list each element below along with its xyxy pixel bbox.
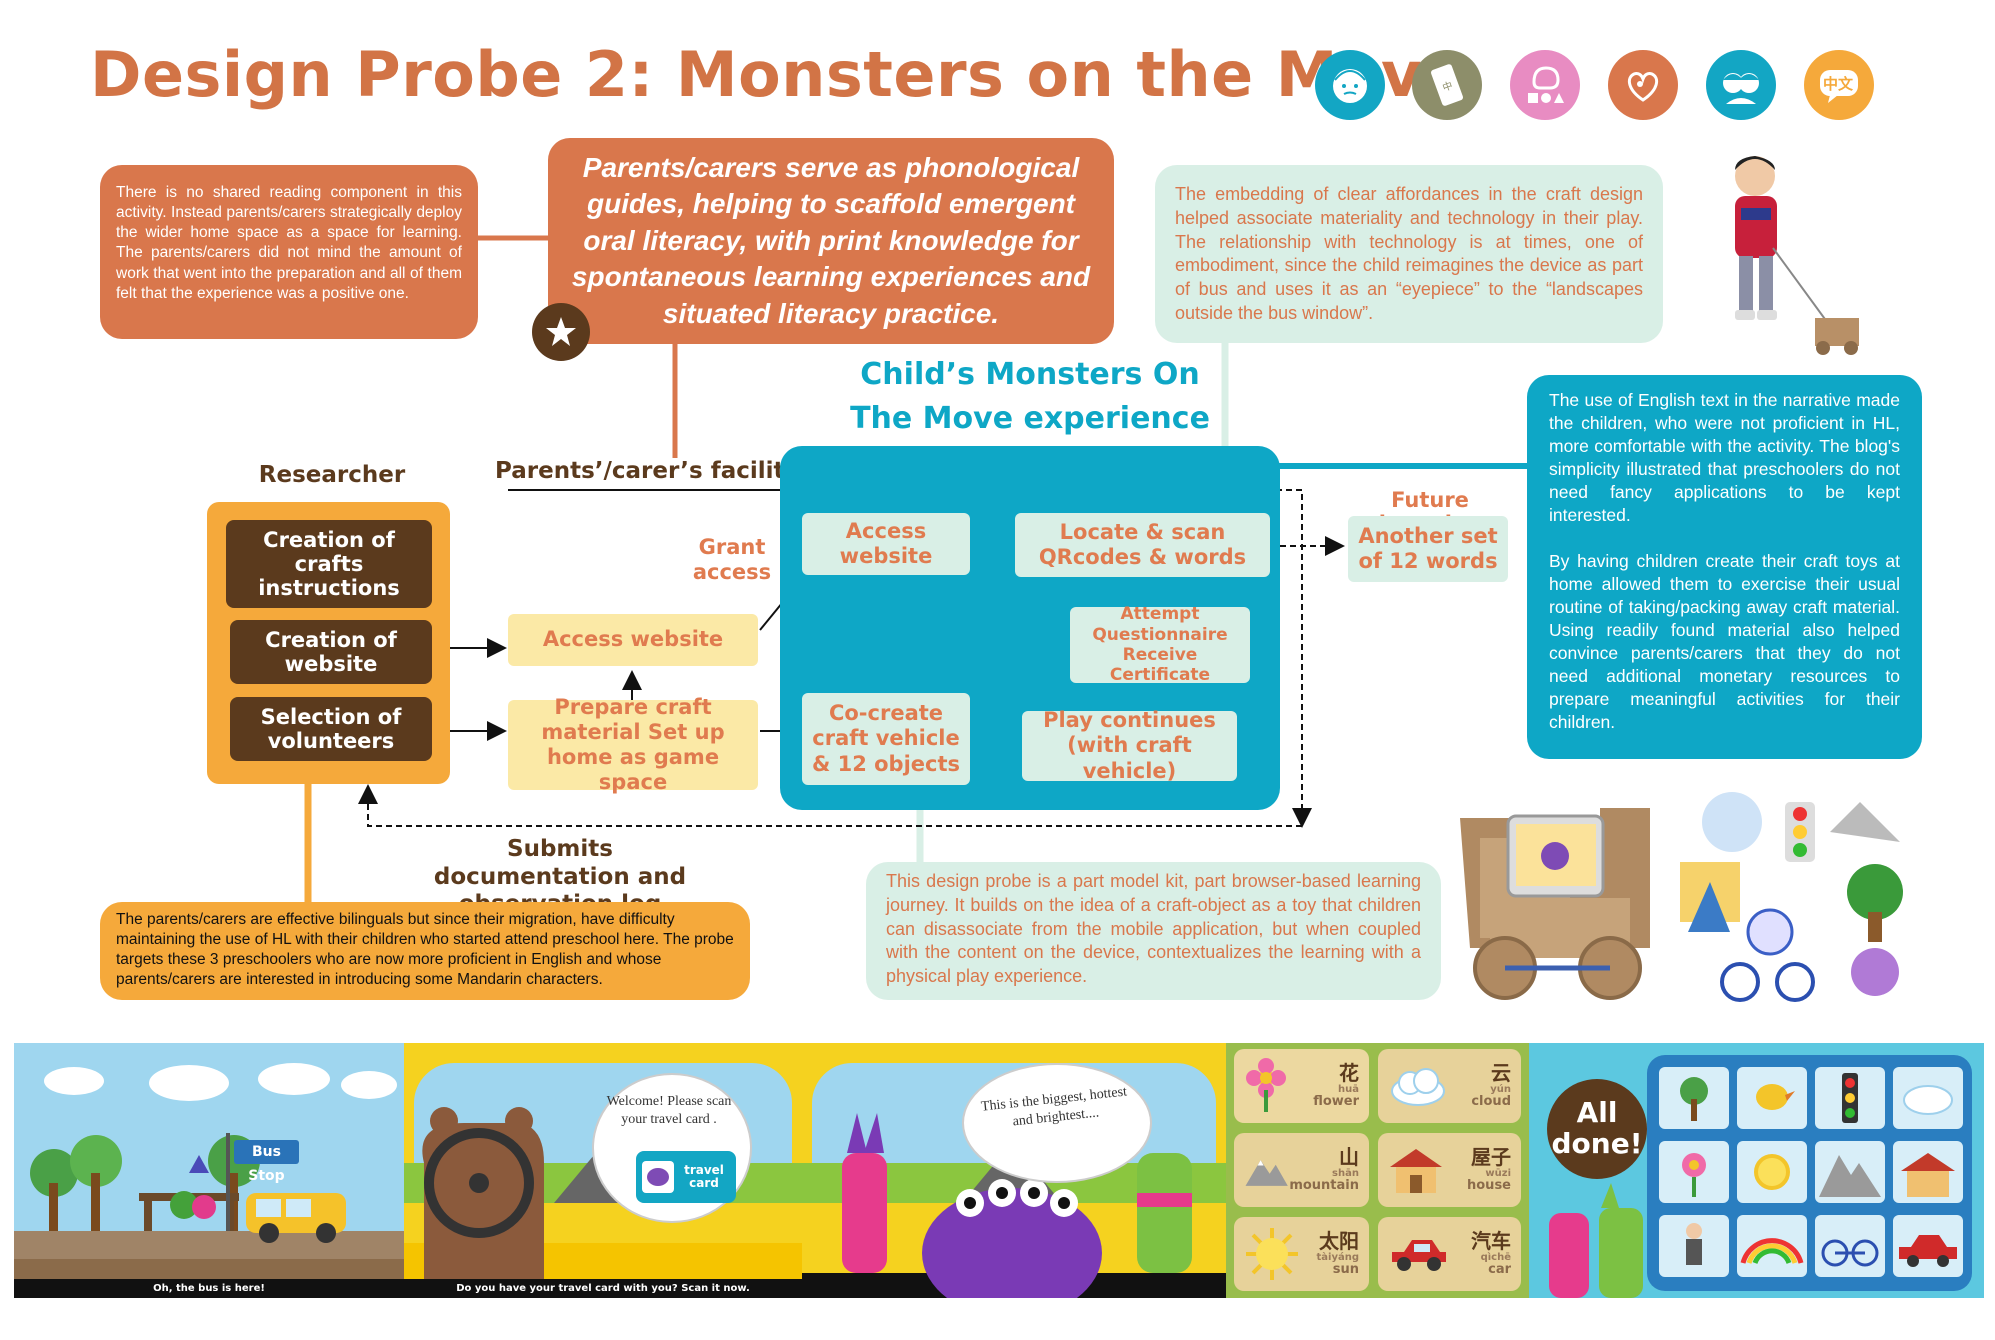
word-tile-pinyin: wūzi bbox=[1485, 1168, 1511, 1180]
locate-scan-box: Locate & scan QRcodes & words bbox=[1015, 513, 1270, 577]
page-title: Design Probe 2: Monsters on the Move bbox=[90, 38, 1465, 111]
english-text-paragraph-2: By having children create their craft to… bbox=[1549, 550, 1900, 733]
experience-title-line-2: The Move experience bbox=[850, 400, 1210, 436]
cocreate-box: Co-create craft vehicle & 12 objects bbox=[802, 693, 970, 785]
monsters-screen: This is the biggest, hottest and brighte… bbox=[802, 1043, 1226, 1298]
affordances-note: The embedding of clear affordances in th… bbox=[1155, 165, 1663, 343]
questionnaire-box: Attempt Questionnaire Receive Certificat… bbox=[1070, 604, 1250, 685]
experience-title-line-1: Child’s Monsters On bbox=[860, 357, 1200, 392]
craft-bus-photo bbox=[1450, 798, 1660, 1010]
selection-of-volunteers-box: Selection of volunteers bbox=[230, 697, 432, 761]
bus-stop-sign: Bus Stop bbox=[234, 1140, 299, 1184]
word-tile-pinyin: huā bbox=[1338, 1084, 1359, 1096]
star-icon bbox=[532, 303, 590, 361]
phonological-guides-note: Parents/carers serve as phonological gui… bbox=[548, 138, 1114, 344]
word-tile-pinyin: yún bbox=[1490, 1084, 1511, 1096]
word-tile-english: mountain bbox=[1289, 1178, 1359, 1194]
bus-stop-screen: Bus Stop Oh, the bus is here! bbox=[14, 1043, 404, 1298]
mountain-icon bbox=[1245, 1160, 1288, 1186]
word-tile-hanzi: 汽车 bbox=[1471, 1229, 1511, 1254]
child-pulling-toy-photo bbox=[1705, 148, 1865, 358]
word-tile-english: sun bbox=[1332, 1262, 1359, 1278]
bus-stop-caption: Oh, the bus is here! bbox=[153, 1283, 265, 1294]
english-text-paragraph-1: The use of English text in the narrative… bbox=[1549, 390, 1900, 526]
design-probe-note: This design probe is a part model kit, p… bbox=[866, 862, 1441, 1000]
grant-access-label: Grant access bbox=[692, 535, 772, 585]
car-icon bbox=[1392, 1240, 1446, 1271]
experience-title: Child’s Monsters On The Move experience bbox=[820, 353, 1240, 440]
all-done-screen: All done! bbox=[1529, 1043, 1984, 1298]
completed-words-grid bbox=[1647, 1055, 1972, 1291]
prepare-craft-material-box: Prepare craft material Set up home as ga… bbox=[508, 695, 758, 794]
travel-card-icon: travel card bbox=[636, 1151, 736, 1203]
two-children-icon bbox=[1706, 50, 1776, 120]
english-text-note: The use of English text in the narrative… bbox=[1527, 375, 1922, 759]
phone-chinese-icon: 中 bbox=[1412, 50, 1482, 120]
play-continues-box: Play continues (with craft vehicle) bbox=[1022, 708, 1237, 783]
researcher-label: Researcher bbox=[258, 462, 406, 488]
bilinguals-note: The parents/carers are effective bilingu… bbox=[100, 902, 750, 1000]
word-tile-pinyin: shān bbox=[1332, 1168, 1359, 1180]
child-face-icon bbox=[1315, 50, 1385, 120]
word-tile-pinyin: tàiyáng bbox=[1316, 1252, 1360, 1264]
brain-shapes-icon bbox=[1510, 50, 1580, 120]
word-tile-hanzi: 太阳 bbox=[1319, 1229, 1359, 1254]
word-tile-english: cloud bbox=[1471, 1094, 1511, 1110]
word-tile-hanzi: 云 bbox=[1491, 1061, 1511, 1086]
word-tile-hanzi: 屋子 bbox=[1471, 1145, 1511, 1170]
word-tile-pinyin: qìchē bbox=[1480, 1252, 1511, 1264]
child-access-website-box: Access website bbox=[802, 513, 970, 575]
parent-access-website-box: Access website bbox=[508, 614, 758, 666]
welcome-bubble: Welcome! Please scan your travel card . bbox=[606, 1094, 732, 1128]
creation-of-crafts-box: Creation of crafts instructions bbox=[226, 520, 432, 608]
chinese-speech-icon: 中文 bbox=[1804, 50, 1874, 120]
heart-hands-icon bbox=[1608, 50, 1678, 120]
all-done-badge: All done! bbox=[1547, 1079, 1647, 1179]
svg-text:中文: 中文 bbox=[1823, 75, 1854, 93]
cloud-icon bbox=[1391, 1068, 1445, 1106]
sun-icon bbox=[1246, 1228, 1298, 1280]
travel-card-caption: Do you have your travel card with you? S… bbox=[456, 1283, 750, 1294]
creation-of-website-box: Creation of website bbox=[230, 620, 432, 684]
another-set-box: Another set of 12 words bbox=[1348, 516, 1508, 582]
word-tile-english: car bbox=[1488, 1262, 1511, 1278]
word-tile-english: flower bbox=[1313, 1094, 1359, 1110]
house-icon bbox=[1390, 1149, 1442, 1193]
word-tile-english: house bbox=[1467, 1178, 1511, 1194]
flower-icon bbox=[1246, 1058, 1286, 1112]
svg-text:中: 中 bbox=[1441, 79, 1455, 95]
word-tile-hanzi: 花 bbox=[1339, 1061, 1359, 1086]
no-shared-reading-note: There is no shared reading component in … bbox=[100, 165, 478, 339]
word-tile-hanzi: 山 bbox=[1339, 1145, 1359, 1170]
craft-objects-photo bbox=[1670, 782, 1920, 1022]
travel-card-label: travel card bbox=[684, 1163, 724, 1190]
welcome-screen: Welcome! Please scan your travel card . … bbox=[404, 1043, 802, 1298]
